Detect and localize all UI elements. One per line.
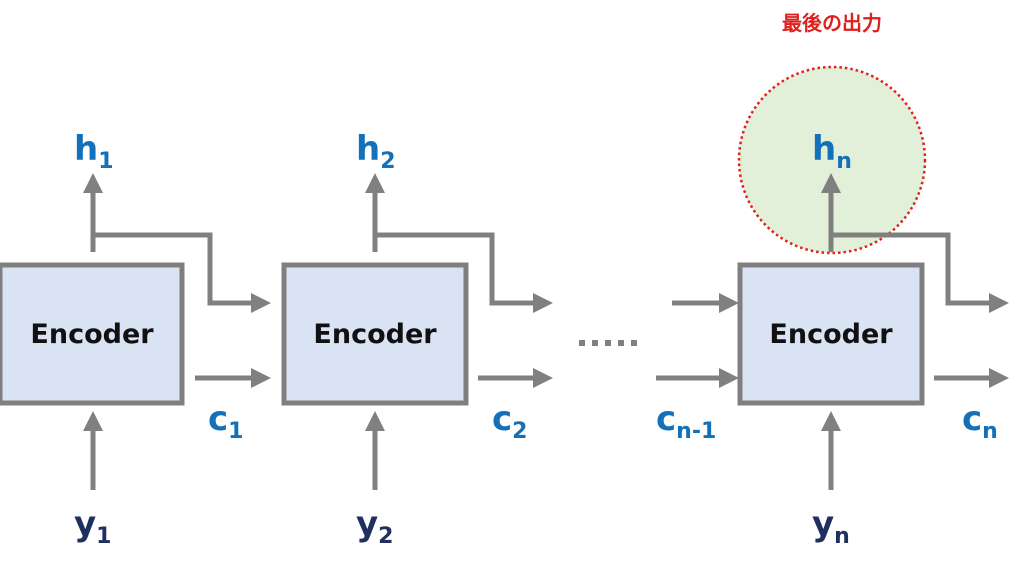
encoder-block-2: Encoder h2 c2 y2 (281, 129, 553, 549)
ellipsis-dots (579, 340, 637, 346)
encoder-label: Encoder (769, 319, 893, 350)
input-label: y2 (356, 504, 393, 549)
hidden-state-label: h2 (356, 129, 396, 174)
encoder-box (737, 262, 925, 406)
encoder-block-1: Encoder h1 c1 y1 (0, 129, 271, 549)
encoder-label: Encoder (30, 319, 154, 350)
hidden-pass-arrow (93, 232, 271, 313)
hidden-state-label: h1 (74, 129, 114, 174)
encoder-label: Encoder (313, 319, 437, 350)
cell-state-label: c2 (492, 399, 527, 444)
input-label: y1 (74, 504, 111, 549)
cell-state-label: cn (962, 399, 998, 444)
cell-state-label: c1 (208, 399, 243, 444)
encoder-box (281, 262, 469, 406)
final-output-annotation: 最後の出力 (782, 11, 882, 35)
hidden-pass-arrow (375, 232, 553, 313)
final-output-highlight (737, 65, 927, 255)
encoder-box (0, 262, 185, 406)
prev-cell-state-label: cn-1 (656, 399, 716, 444)
input-label: yn (812, 504, 850, 549)
hidden-state-label: hn (812, 129, 852, 174)
encoder-block-n: Encoder hn cn yn (737, 129, 1009, 549)
hidden-pass-arrow (831, 232, 1009, 313)
